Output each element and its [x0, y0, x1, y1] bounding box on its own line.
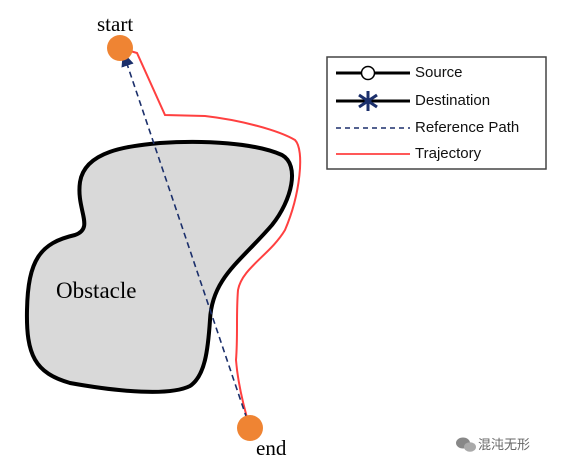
- obstacle-shape: [24, 139, 295, 394]
- legend-label-destination: Destination: [415, 92, 491, 109]
- circle-icon: [360, 65, 376, 81]
- wechat-icon: [456, 437, 476, 452]
- start-point: [107, 35, 133, 61]
- reference-path-line: [121, 51, 251, 429]
- end-label: end: [256, 436, 287, 460]
- legend-label-reference-path: Reference Path: [415, 119, 520, 136]
- asterisk-icon: [358, 91, 378, 111]
- watermark-text: 混沌无形: [478, 437, 531, 452]
- end-point: [237, 415, 263, 441]
- watermark: 混沌无形: [456, 434, 530, 453]
- trajectory-line: [119, 47, 302, 429]
- obstacle-label: Obstacle: [56, 278, 137, 303]
- legend-label-source: Source: [415, 64, 463, 81]
- start-label: start: [97, 12, 134, 36]
- legend-label-trajectory: Trajectory: [415, 145, 482, 162]
